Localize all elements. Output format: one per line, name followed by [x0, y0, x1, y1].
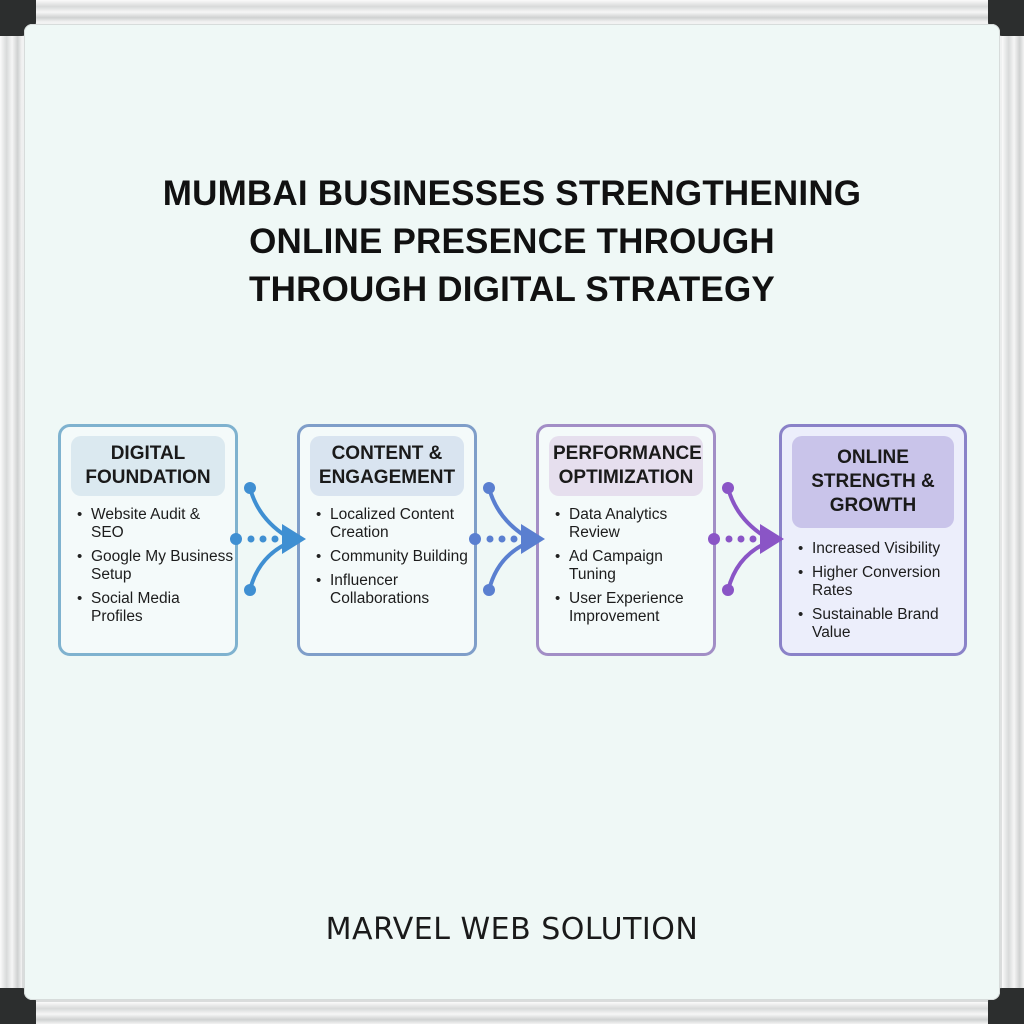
list-item: Ad Campaign Tuning: [553, 548, 713, 584]
stage-header: CONTENT & ENGAGEMENT: [310, 436, 464, 496]
stage-card-digital-foundation: DIGITAL FOUNDATION Website Audit & SEO G…: [58, 424, 238, 656]
frame-rail-bottom: [30, 1002, 994, 1024]
stage-header: ONLINE STRENGTH & GROWTH: [792, 436, 954, 528]
stage-item-list: Localized Content Creation Community Bui…: [300, 506, 474, 608]
stage-card-content-engagement: CONTENT & ENGAGEMENT Localized Content C…: [297, 424, 477, 656]
stage-header-line: FOUNDATION: [85, 467, 211, 488]
list-item: Localized Content Creation: [314, 506, 474, 542]
list-item: Sustainable Brand Value: [796, 606, 964, 642]
stage-item-list: Website Audit & SEO Google My Business S…: [61, 506, 235, 626]
title-line-2: ONLINE PRESENCE THROUGH: [249, 222, 775, 261]
stage-header-line: OPTIMIZATION: [558, 467, 694, 488]
stage-header: DIGITAL FOUNDATION: [71, 436, 225, 496]
merge-arrow-icon: [230, 482, 306, 596]
stage-header-line: DIGITAL: [110, 443, 186, 464]
stage-card-performance-optimization: PERFORMANCE OPTIMIZATION Data Analytics …: [536, 424, 716, 656]
stage-item-list: Data Analytics Review Ad Campaign Tuning…: [539, 506, 713, 626]
frame-rail-left: [0, 30, 22, 994]
list-item: Data Analytics Review: [553, 506, 713, 542]
list-item: Increased Visibility: [796, 540, 964, 558]
stage-card-online-strength-growth: ONLINE STRENGTH & GROWTH Increased Visib…: [779, 424, 967, 656]
merge-arrow-icon: [469, 482, 545, 596]
stage-header-line: ONLINE: [837, 447, 909, 468]
stage-header-line: STRENGTH &: [811, 471, 935, 492]
stage-header-line: GROWTH: [829, 495, 917, 516]
list-item: Community Building: [314, 548, 474, 566]
merge-arrow-icon: [708, 482, 784, 596]
stage-item-list: Increased Visibility Higher Conversion R…: [782, 540, 964, 642]
frame-rail-right: [1002, 30, 1024, 994]
list-item: Influencer Collaborations: [314, 572, 474, 608]
frame-rail-top: [30, 0, 994, 22]
list-item: Social Media Profiles: [75, 590, 235, 626]
stage-header: PERFORMANCE OPTIMIZATION: [549, 436, 703, 496]
list-item: Website Audit & SEO: [75, 506, 235, 542]
brand-footer: MARVEL WEB SOLUTION: [325, 912, 699, 947]
stage-header-line: CONTENT &: [331, 443, 443, 464]
list-item: User Experience Improvement: [553, 590, 713, 626]
title-line-3: THROUGH DIGITAL STRATEGY: [249, 270, 775, 309]
page-title: MUMBAI BUSINESSES STRENGTHENING ONLINE P…: [0, 170, 1024, 314]
stage-header-line: ENGAGEMENT: [318, 467, 456, 488]
list-item: Higher Conversion Rates: [796, 564, 964, 600]
list-item: Google My Business Setup: [75, 548, 235, 584]
title-line-1: MUMBAI BUSINESSES STRENGTHENING: [162, 174, 862, 213]
stage-header-line: PERFORMANCE: [553, 443, 702, 464]
